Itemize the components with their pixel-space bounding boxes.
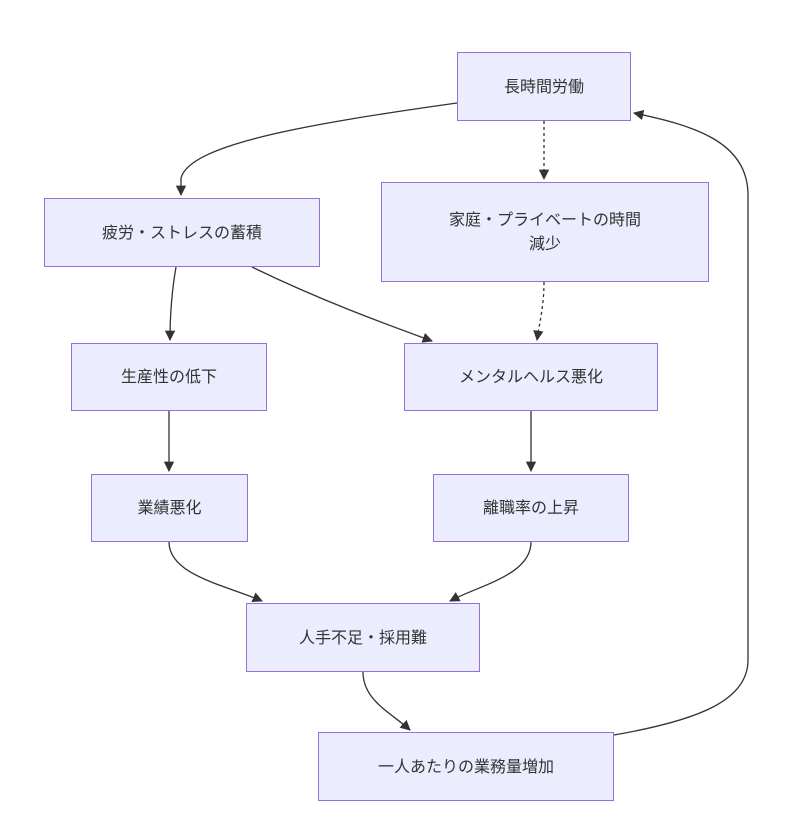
edge-family-to-mental: [533, 281, 545, 342]
node-turnover-rise: 離職率の上昇: [433, 474, 629, 542]
node-label: メンタルヘルス悪化: [458, 367, 603, 386]
node-label-line-2: 減少: [528, 234, 561, 253]
node-label: 長時間労働: [503, 76, 584, 96]
node-label: 業績悪化: [137, 498, 202, 517]
node-staff-shortage: 人手不足・採用難: [246, 603, 480, 672]
node-label: 生産性の低下: [120, 367, 217, 386]
node-mental-health: メンタルヘルス悪化: [404, 343, 658, 411]
node-performance-decline: 業績悪化: [91, 474, 248, 542]
edge-workload-to-long-hours: [613, 109, 749, 736]
edge-shortage-to-workload: [362, 671, 411, 731]
edge-performance-to-shortage: [168, 541, 263, 603]
node-workload-increase: 一人あたりの業務量増加: [318, 732, 614, 801]
node-family-time-decrease: 家庭・プライベートの時間 減少: [381, 182, 709, 282]
edge-turnover-to-shortage: [449, 541, 532, 602]
node-productivity-decline: 生産性の低下: [71, 343, 267, 411]
node-label: 離職率の上昇: [482, 498, 579, 517]
node-long-hours: 長時間労働: [457, 52, 631, 121]
node-label-line-1: 家庭・プライベートの時間: [448, 210, 641, 229]
edge-fatigue-to-productivity: [164, 266, 177, 342]
edge-long-hours-to-fatigue: [175, 102, 458, 197]
node-label: 一人あたりの業務量増加: [377, 756, 554, 776]
node-label: 疲労・ストレスの蓄積: [101, 222, 262, 242]
node-label: 人手不足・採用難: [298, 627, 427, 647]
edge-fatigue-to-mental: [251, 266, 433, 343]
node-fatigue-stress: 疲労・ストレスの蓄積: [44, 198, 320, 267]
